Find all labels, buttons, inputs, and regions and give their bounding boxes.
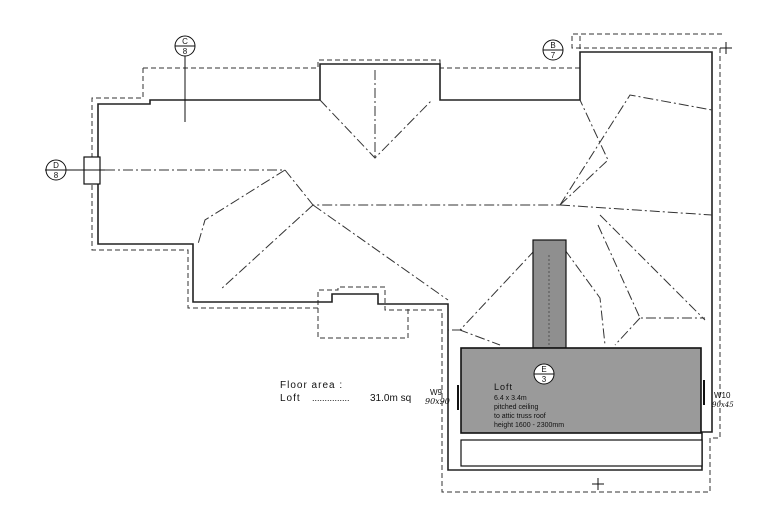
section-marker-c8: C 8 — [174, 35, 196, 122]
loft-note-line3: height 1600 - 2300mm — [494, 422, 564, 429]
bay-outline — [317, 308, 409, 339]
loft-lower-band — [460, 439, 703, 467]
loft-note-size: 6.4 x 3.4m — [494, 395, 527, 402]
marker-e3-bottom: 3 — [542, 375, 547, 384]
loft-room — [460, 347, 702, 434]
w10-label: W10 — [714, 391, 731, 400]
roof-lines — [105, 70, 713, 346]
grid-cross-marks — [592, 42, 732, 490]
marker-e3-top: E — [541, 365, 546, 374]
section-marker-b7: B 7 — [542, 39, 564, 61]
loft-note-title: Loft — [494, 382, 513, 392]
floor-area-leader: ............... — [312, 393, 350, 403]
loft-note-line1: pitched ceiling — [494, 404, 538, 411]
loft-stair-strip — [532, 239, 567, 349]
loft-note: Loft 6.4 x 3.4m pitched ceiling to attic… — [494, 382, 564, 429]
w9-label: W9 — [430, 388, 443, 397]
loft-note-line2: to attic truss roof — [494, 413, 546, 420]
w10-size: 90x45 — [712, 401, 734, 409]
building-wall-outline — [97, 51, 713, 471]
section-marker-e3: E 3 — [533, 363, 555, 385]
section-marker-d8: D 8 — [45, 159, 105, 181]
marker-d8-bottom: 8 — [54, 171, 59, 180]
marker-c8-bottom: 8 — [183, 47, 188, 56]
marker-c8-top: C — [182, 37, 188, 46]
floor-area-value: 31.0m sq — [370, 393, 411, 404]
marker-b7-bottom: 7 — [551, 51, 556, 60]
w9-size: 90x90 — [425, 397, 450, 406]
floor-area-legend: Floor area : Loft ............... 31.0m … — [280, 380, 411, 404]
marker-b7-top: B — [550, 41, 555, 50]
floor-area-loft-label: Loft — [280, 393, 301, 404]
marker-d8-top: D — [53, 161, 59, 170]
floor-area-heading: Floor area : — [280, 380, 343, 391]
